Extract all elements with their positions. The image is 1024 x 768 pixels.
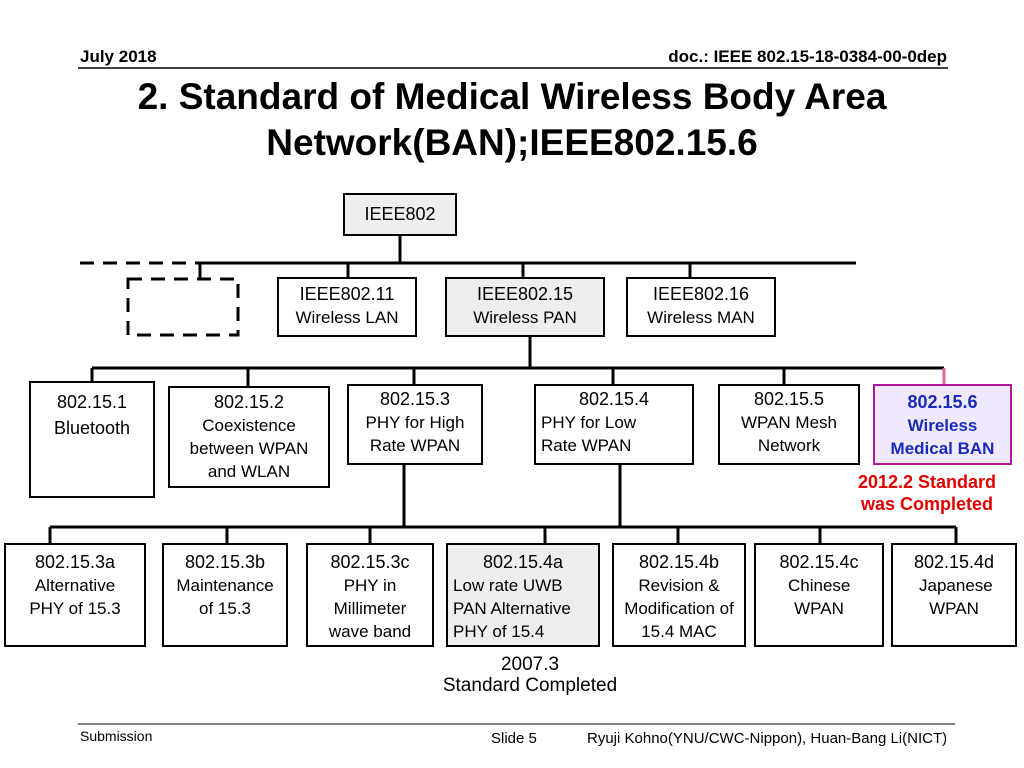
node-802-15-6-medical-ban: 802.15.6 Wireless Medical BAN (873, 384, 1012, 465)
node-802-15-3a: 802.15.3a Alternative PHY of 15.3 (4, 543, 146, 647)
node-desc: PHY in Millimeter wave band (328, 576, 412, 641)
footer-slide-number: Slide 5 (491, 730, 537, 747)
node-802-15-4: 802.15.4 PHY for Low Rate WPAN (534, 384, 694, 465)
node-name: 802.15.3b (184, 552, 266, 572)
node-desc: Wireless MAN (647, 308, 755, 327)
node-name: 802.15.4 (578, 389, 650, 409)
node-name: IEEE802.15 (476, 284, 574, 304)
ban-completed-note: 2012.2 Standard was Completed (836, 471, 1018, 515)
node-name: 802.15.4c (779, 552, 859, 572)
node-desc: Low rate UWB PAN Alternative PHY of 15.4 (453, 576, 571, 641)
node-802-15-2: 802.15.2 Coexistence between WPAN and WL… (168, 386, 330, 488)
node-desc: PHY for High Rate WPAN (365, 413, 465, 455)
ban-completed-line-2: was Completed (860, 494, 994, 514)
lr-completed-note: 2007.3 Standard Completed (420, 654, 640, 696)
footer-submission: Submission (80, 728, 153, 744)
node-ieee802-15: IEEE802.15 Wireless PAN (445, 277, 605, 337)
slide-title-line-2: Network(BAN);IEEE802.15.6 (266, 122, 758, 163)
node-desc: Coexistence between WPAN and WLAN (189, 416, 309, 481)
node-name: 802.15.6 (907, 392, 978, 412)
node-name: IEEE802.11 (299, 284, 395, 304)
node-ieee802-16: IEEE802.16 Wireless MAN (626, 277, 776, 337)
node-name: IEEE802.16 (652, 284, 750, 304)
node-desc: Maintenance of 15.3 (176, 576, 274, 618)
node-label: IEEE802 (364, 204, 436, 224)
node-802-15-3b: 802.15.3b Maintenance of 15.3 (162, 543, 288, 647)
node-802-15-4d: 802.15.4d Japanese WPAN (891, 543, 1017, 647)
node-desc: WPAN Mesh Network (740, 413, 838, 455)
header-doc-number: doc.: IEEE 802.15-18-0384-00-0dep (668, 47, 947, 66)
node-name: 802.15.4b (638, 552, 720, 572)
node-name: 802.15.4a (482, 552, 564, 572)
node-desc: Wireless PAN (473, 308, 577, 327)
node-name: 802.15.5 (753, 389, 825, 409)
node-desc: Japanese WPAN (919, 576, 993, 618)
node-name: 802.15.3c (330, 552, 410, 572)
node-desc: Wireless Medical BAN (890, 416, 995, 458)
node-802-15-4a: 802.15.4a Low rate UWB PAN Alternative P… (446, 543, 600, 647)
slide-title-line-1: 2. Standard of Medical Wireless Body Are… (137, 76, 887, 117)
node-desc: Chinese WPAN (788, 576, 851, 618)
node-802-15-3c: 802.15.3c PHY in Millimeter wave band (306, 543, 434, 647)
node-802-15-4b: 802.15.4b Revision & Modification of 15.… (612, 543, 746, 647)
node-name: 802.15.3a (34, 552, 116, 572)
node-ieee802-11: IEEE802.11 Wireless LAN (277, 277, 417, 337)
node-name: 802.15.4d (913, 552, 995, 572)
lr-completed-date: 2007.3 (500, 654, 560, 675)
node-802-15-1: 802.15.1 Bluetooth (29, 381, 155, 498)
node-name: 802.15.1 (56, 392, 128, 412)
ban-completed-line-1: 2012.2 Standard (857, 472, 997, 492)
node-802-15-5: 802.15.5 WPAN Mesh Network (718, 384, 860, 465)
node-802-15-4c: 802.15.4c Chinese WPAN (754, 543, 884, 647)
node-desc: Alternative PHY of 15.3 (29, 576, 121, 618)
header-date: July 2018 (80, 47, 157, 66)
node-desc: PHY for Low Rate WPAN (541, 413, 637, 455)
node-desc: Wireless LAN (295, 308, 399, 327)
node-802-15-3: 802.15.3 PHY for High Rate WPAN (347, 384, 483, 465)
node-name: 802.15.3 (379, 389, 451, 409)
lr-completed-text: Standard Completed (442, 675, 618, 696)
node-ieee802: IEEE802 (343, 193, 457, 236)
node-desc: Revision & Modification of 15.4 MAC (624, 576, 734, 641)
node-desc: Bluetooth (53, 418, 131, 438)
node-name: 802.15.2 (213, 392, 285, 412)
footer-authors: Ryuji Kohno(YNU/CWC-Nippon), Huan-Bang L… (587, 730, 948, 747)
slide-title: 2. Standard of Medical Wireless Body Are… (0, 74, 1024, 166)
